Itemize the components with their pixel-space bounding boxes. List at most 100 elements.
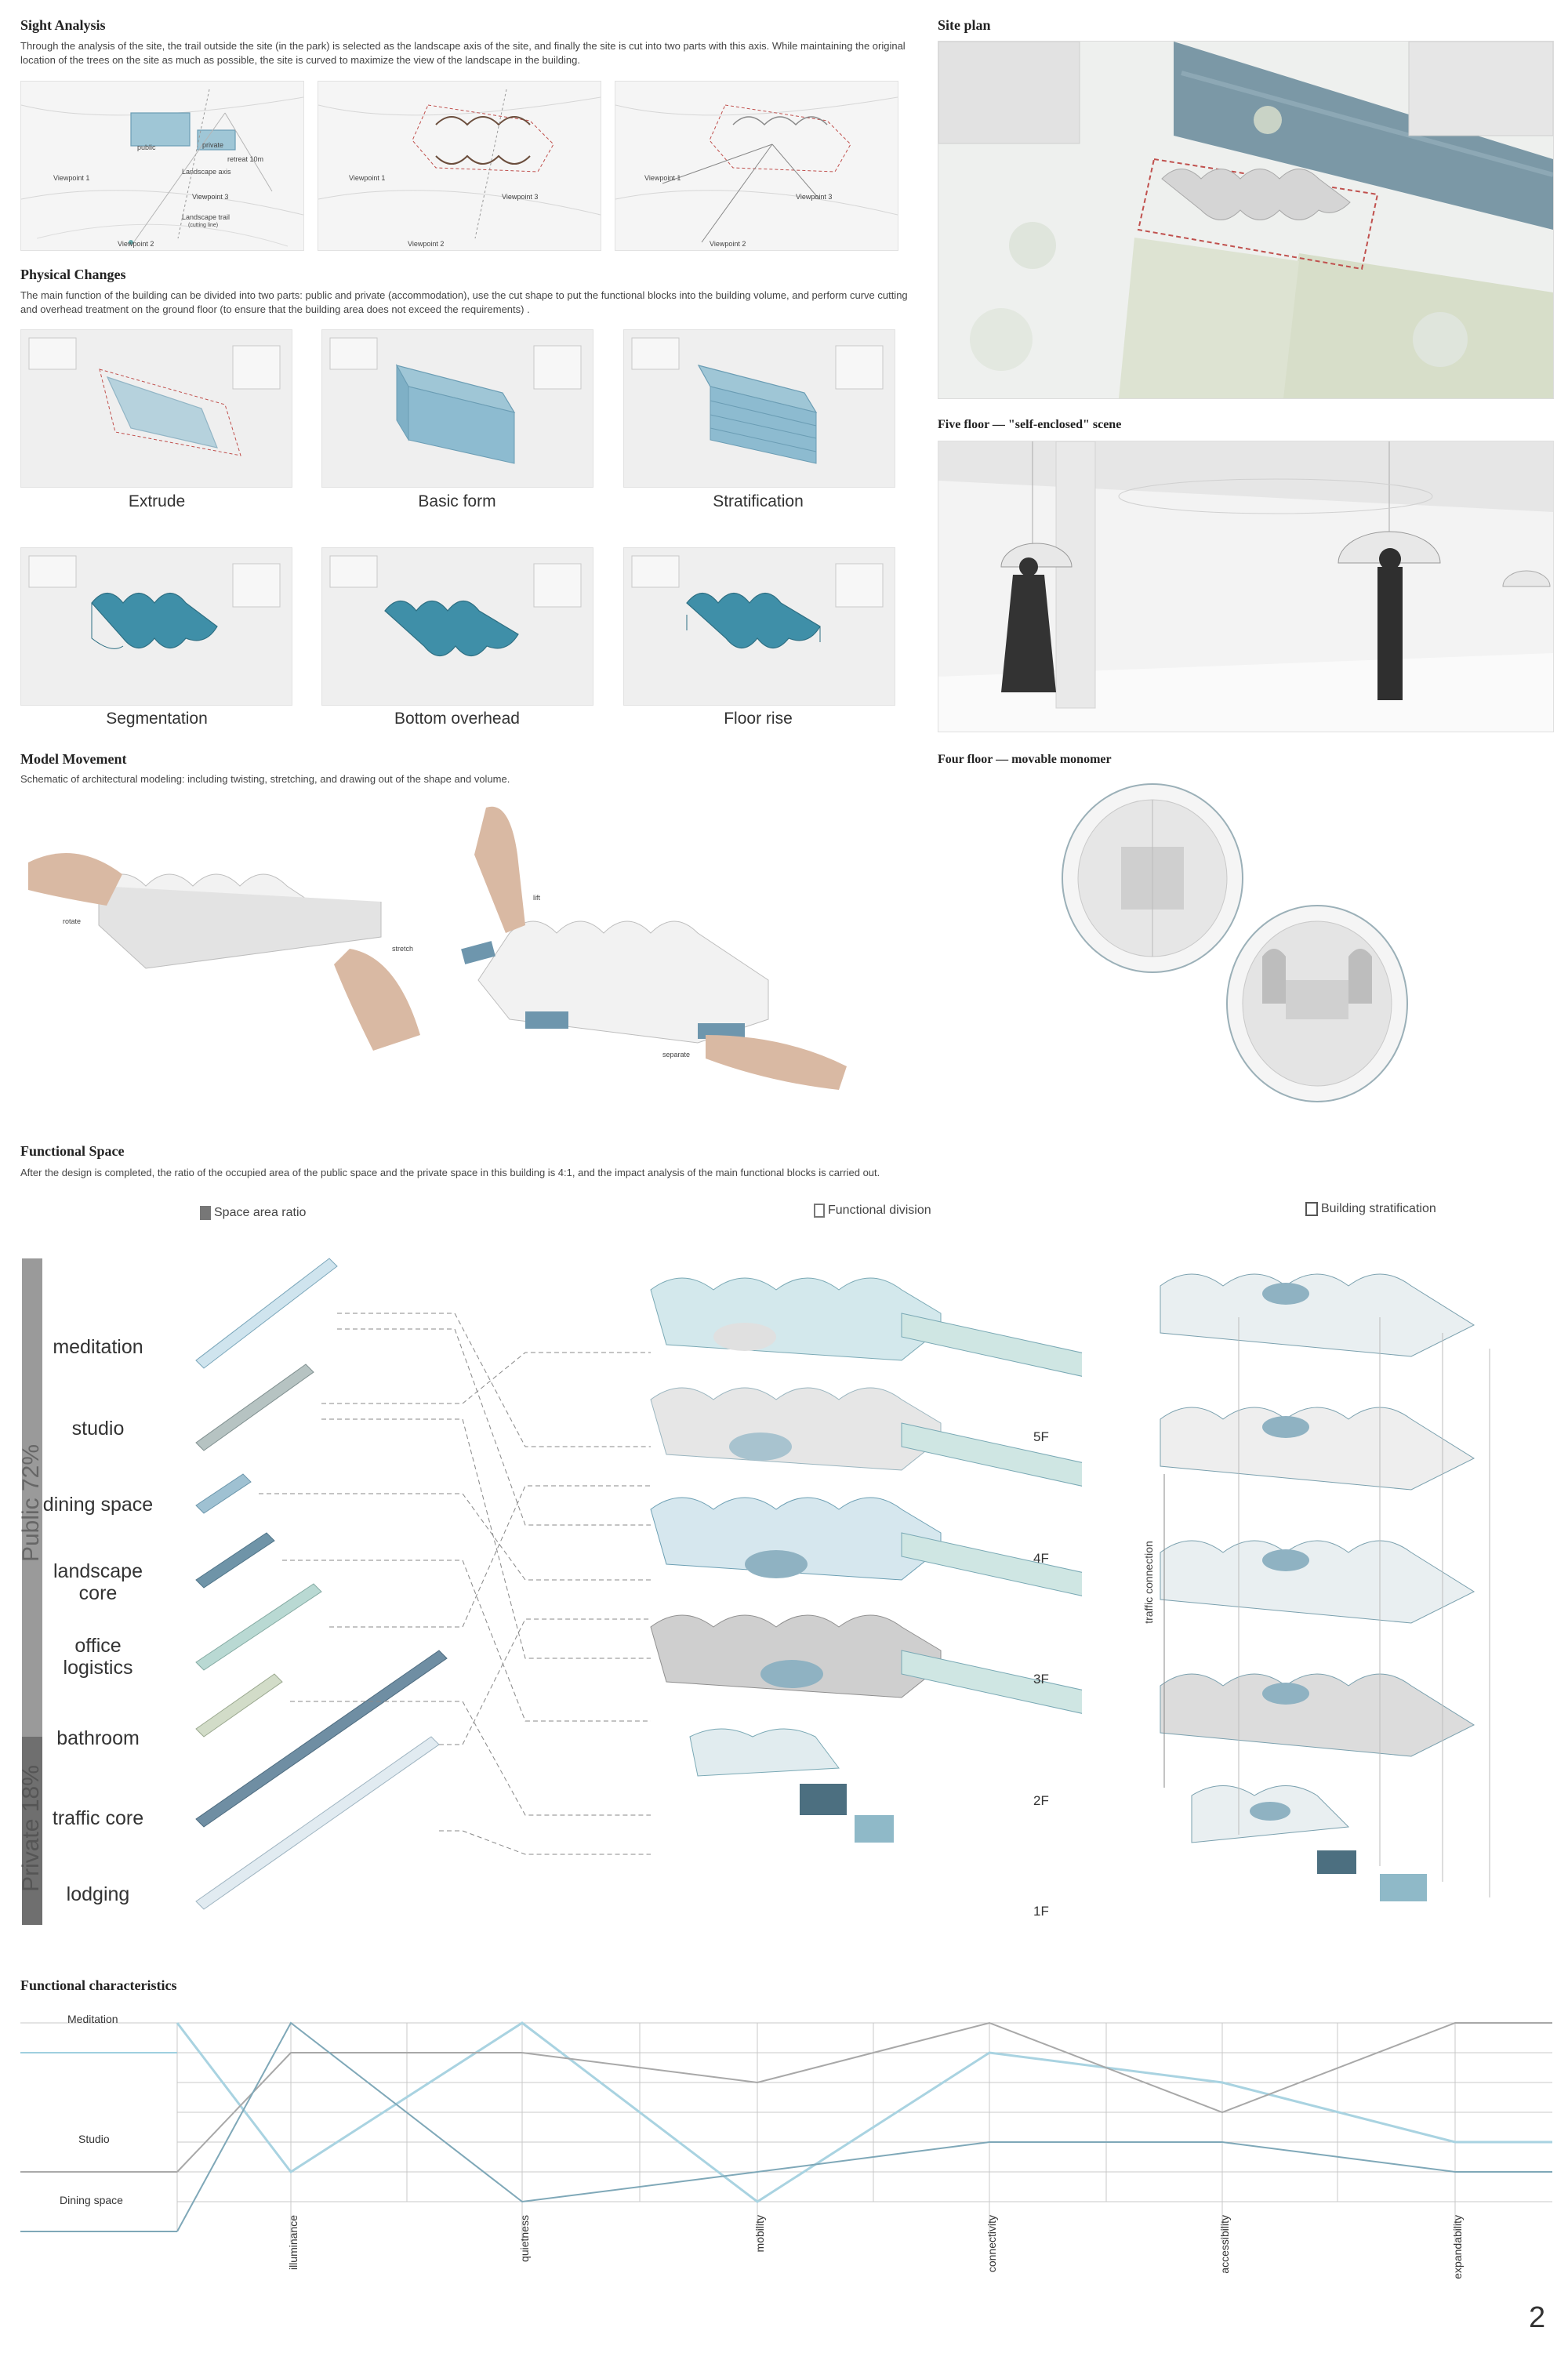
label-stretch: stretch xyxy=(392,945,414,953)
label-landscape-trail: Landscape trail xyxy=(182,213,230,221)
label-viewpoint-3b: Viewpoint 3 xyxy=(502,193,539,201)
axis-illuminance: illuminance xyxy=(287,2215,299,2271)
functional-space-title: Functional Space xyxy=(20,1143,125,1159)
caption-extrude: Extrude xyxy=(128,492,186,510)
fn-office-logistics: office logistics xyxy=(63,1635,133,1679)
traffic-connection-label: traffic connection xyxy=(1142,1541,1155,1624)
label-trail-sub: (cutting line) xyxy=(188,223,219,228)
sight-analysis-title: Sight Analysis xyxy=(20,17,106,33)
floor-1f: 1F xyxy=(1033,1904,1049,1919)
functional-space-desc: After the design is completed, the ratio… xyxy=(20,1167,880,1178)
site-plan-drawing xyxy=(938,42,1553,398)
fn-studio: studio xyxy=(71,1418,125,1440)
five-floor-title: Five floor — "self-enclosed" scene xyxy=(938,418,1122,431)
axis-expandability: expandability xyxy=(1451,2215,1464,2279)
model-movement-desc: Schematic of architectural modeling: inc… xyxy=(20,773,510,785)
axis-accessibility: accessibility xyxy=(1218,2215,1231,2274)
char-row-studio: Studio xyxy=(78,2133,110,2145)
legend-building-stratification: Building stratification xyxy=(1305,1202,1436,1216)
legend-strat-label: Building stratification xyxy=(1321,1202,1436,1216)
caption-basic-form: Basic form xyxy=(418,492,496,510)
legend-ratio-label: Space area ratio xyxy=(214,1206,307,1220)
sight-diagram-3 xyxy=(615,81,898,251)
private-bar xyxy=(22,1737,42,1925)
bottom-overhead-drawing xyxy=(329,555,582,657)
label-viewpoint-2: Viewpoint 2 xyxy=(118,240,154,248)
caption-bottom-overhead: Bottom overhead xyxy=(394,710,520,728)
model-twist-drawing xyxy=(28,853,420,1051)
sight-diagram-1 xyxy=(20,81,304,251)
sight-diagram-2-drawing xyxy=(318,89,601,239)
caption-segmentation: Segmentation xyxy=(106,710,208,728)
axis-mobility: mobility xyxy=(753,2215,766,2253)
sight-diagram-1-drawing xyxy=(20,89,304,247)
public-bar xyxy=(22,1258,42,1737)
building-stratification-drawing xyxy=(1160,1273,1490,1901)
site-plan-title: Site plan xyxy=(938,17,991,33)
extrude-drawing xyxy=(28,337,281,456)
layers-icon xyxy=(1305,1202,1318,1216)
functional-division-drawing xyxy=(195,1258,1153,1910)
characteristics-chart-drawing xyxy=(20,2021,1552,2242)
sight-analysis-desc: Through the analysis of the site, the tr… xyxy=(20,40,906,66)
movable-monomer-drawing xyxy=(1062,783,1408,1102)
site-plan-image xyxy=(938,41,1554,399)
basic-form-drawing xyxy=(329,337,582,464)
legend-functional-division: Functional division xyxy=(814,1204,931,1218)
physical-changes-title: Physical Changes xyxy=(20,267,126,282)
char-row-meditation: Meditation xyxy=(67,2013,118,2025)
movable-monomer-image xyxy=(1051,776,1458,1113)
axis-quietness: quietness xyxy=(518,2215,531,2262)
functional-division-graphic xyxy=(180,1251,1153,1941)
building-stratification-graphic xyxy=(1145,1239,1552,1944)
char-row-dining-space: Dining space xyxy=(60,2194,123,2206)
model-twist-image xyxy=(20,808,444,1058)
page-number: 2 xyxy=(1529,2301,1546,2334)
model-movement-title: Model Movement xyxy=(20,751,127,767)
fn-meditation: meditation xyxy=(53,1336,143,1358)
model-lift-drawing xyxy=(461,806,847,1090)
label-viewpoint-3c: Viewpoint 3 xyxy=(796,193,833,201)
fn-lodging: lodging xyxy=(66,1883,130,1905)
fn-traffic-core: traffic core xyxy=(52,1807,144,1829)
label-viewpoint-1b: Viewpoint 1 xyxy=(349,174,386,182)
five-floor-scene-drawing xyxy=(938,441,1553,732)
bottom-overhead-diagram xyxy=(321,547,593,706)
chart-icon xyxy=(200,1206,211,1220)
five-floor-scene-image xyxy=(938,441,1554,732)
stratification-diagram xyxy=(623,329,895,488)
floor-rise-diagram xyxy=(623,547,895,706)
caption-stratification: Stratification xyxy=(713,492,804,510)
extrude-diagram xyxy=(20,329,292,488)
stratification-drawing xyxy=(631,337,884,464)
label-rotate: rotate xyxy=(63,917,82,925)
fn-bathroom: bathroom xyxy=(56,1727,140,1749)
segmentation-diagram xyxy=(20,547,292,706)
label-viewpoint-2b: Viewpoint 2 xyxy=(408,240,445,248)
floor-3f: 3F xyxy=(1033,1672,1049,1687)
physical-changes-desc: The main function of the building can be… xyxy=(20,289,908,315)
basic-form-diagram xyxy=(321,329,593,488)
caption-floor-rise: Floor rise xyxy=(724,710,793,728)
label-lift: lift xyxy=(533,894,540,902)
floor-rise-drawing xyxy=(631,555,884,649)
legend-division-label: Functional division xyxy=(828,1204,931,1218)
label-separate: separate xyxy=(662,1051,691,1058)
functional-characteristics-title: Functional characteristics xyxy=(20,1977,177,1993)
label-viewpoint-1: Viewpoint 1 xyxy=(53,174,90,182)
axis-connectivity: connectivity xyxy=(985,2215,998,2273)
sight-diagram-2 xyxy=(318,81,601,251)
label-private: private xyxy=(202,141,224,149)
legend-space-area-ratio: Space area ratio xyxy=(200,1206,306,1220)
characteristics-chart xyxy=(20,2015,1552,2250)
sight-diagram-3-drawing xyxy=(615,96,898,243)
segmentation-drawing xyxy=(28,555,281,649)
floor-5f: 5F xyxy=(1033,1429,1049,1444)
document-icon xyxy=(814,1204,825,1218)
model-lift-image xyxy=(447,800,886,1098)
label-retreat: retreat 10m xyxy=(227,155,264,163)
label-viewpoint-2c: Viewpoint 2 xyxy=(710,240,746,248)
label-landscape-axis: Landscape axis xyxy=(182,168,231,176)
label-viewpoint-3: Viewpoint 3 xyxy=(192,193,229,201)
four-floor-title: Four floor — movable monomer xyxy=(938,753,1112,766)
